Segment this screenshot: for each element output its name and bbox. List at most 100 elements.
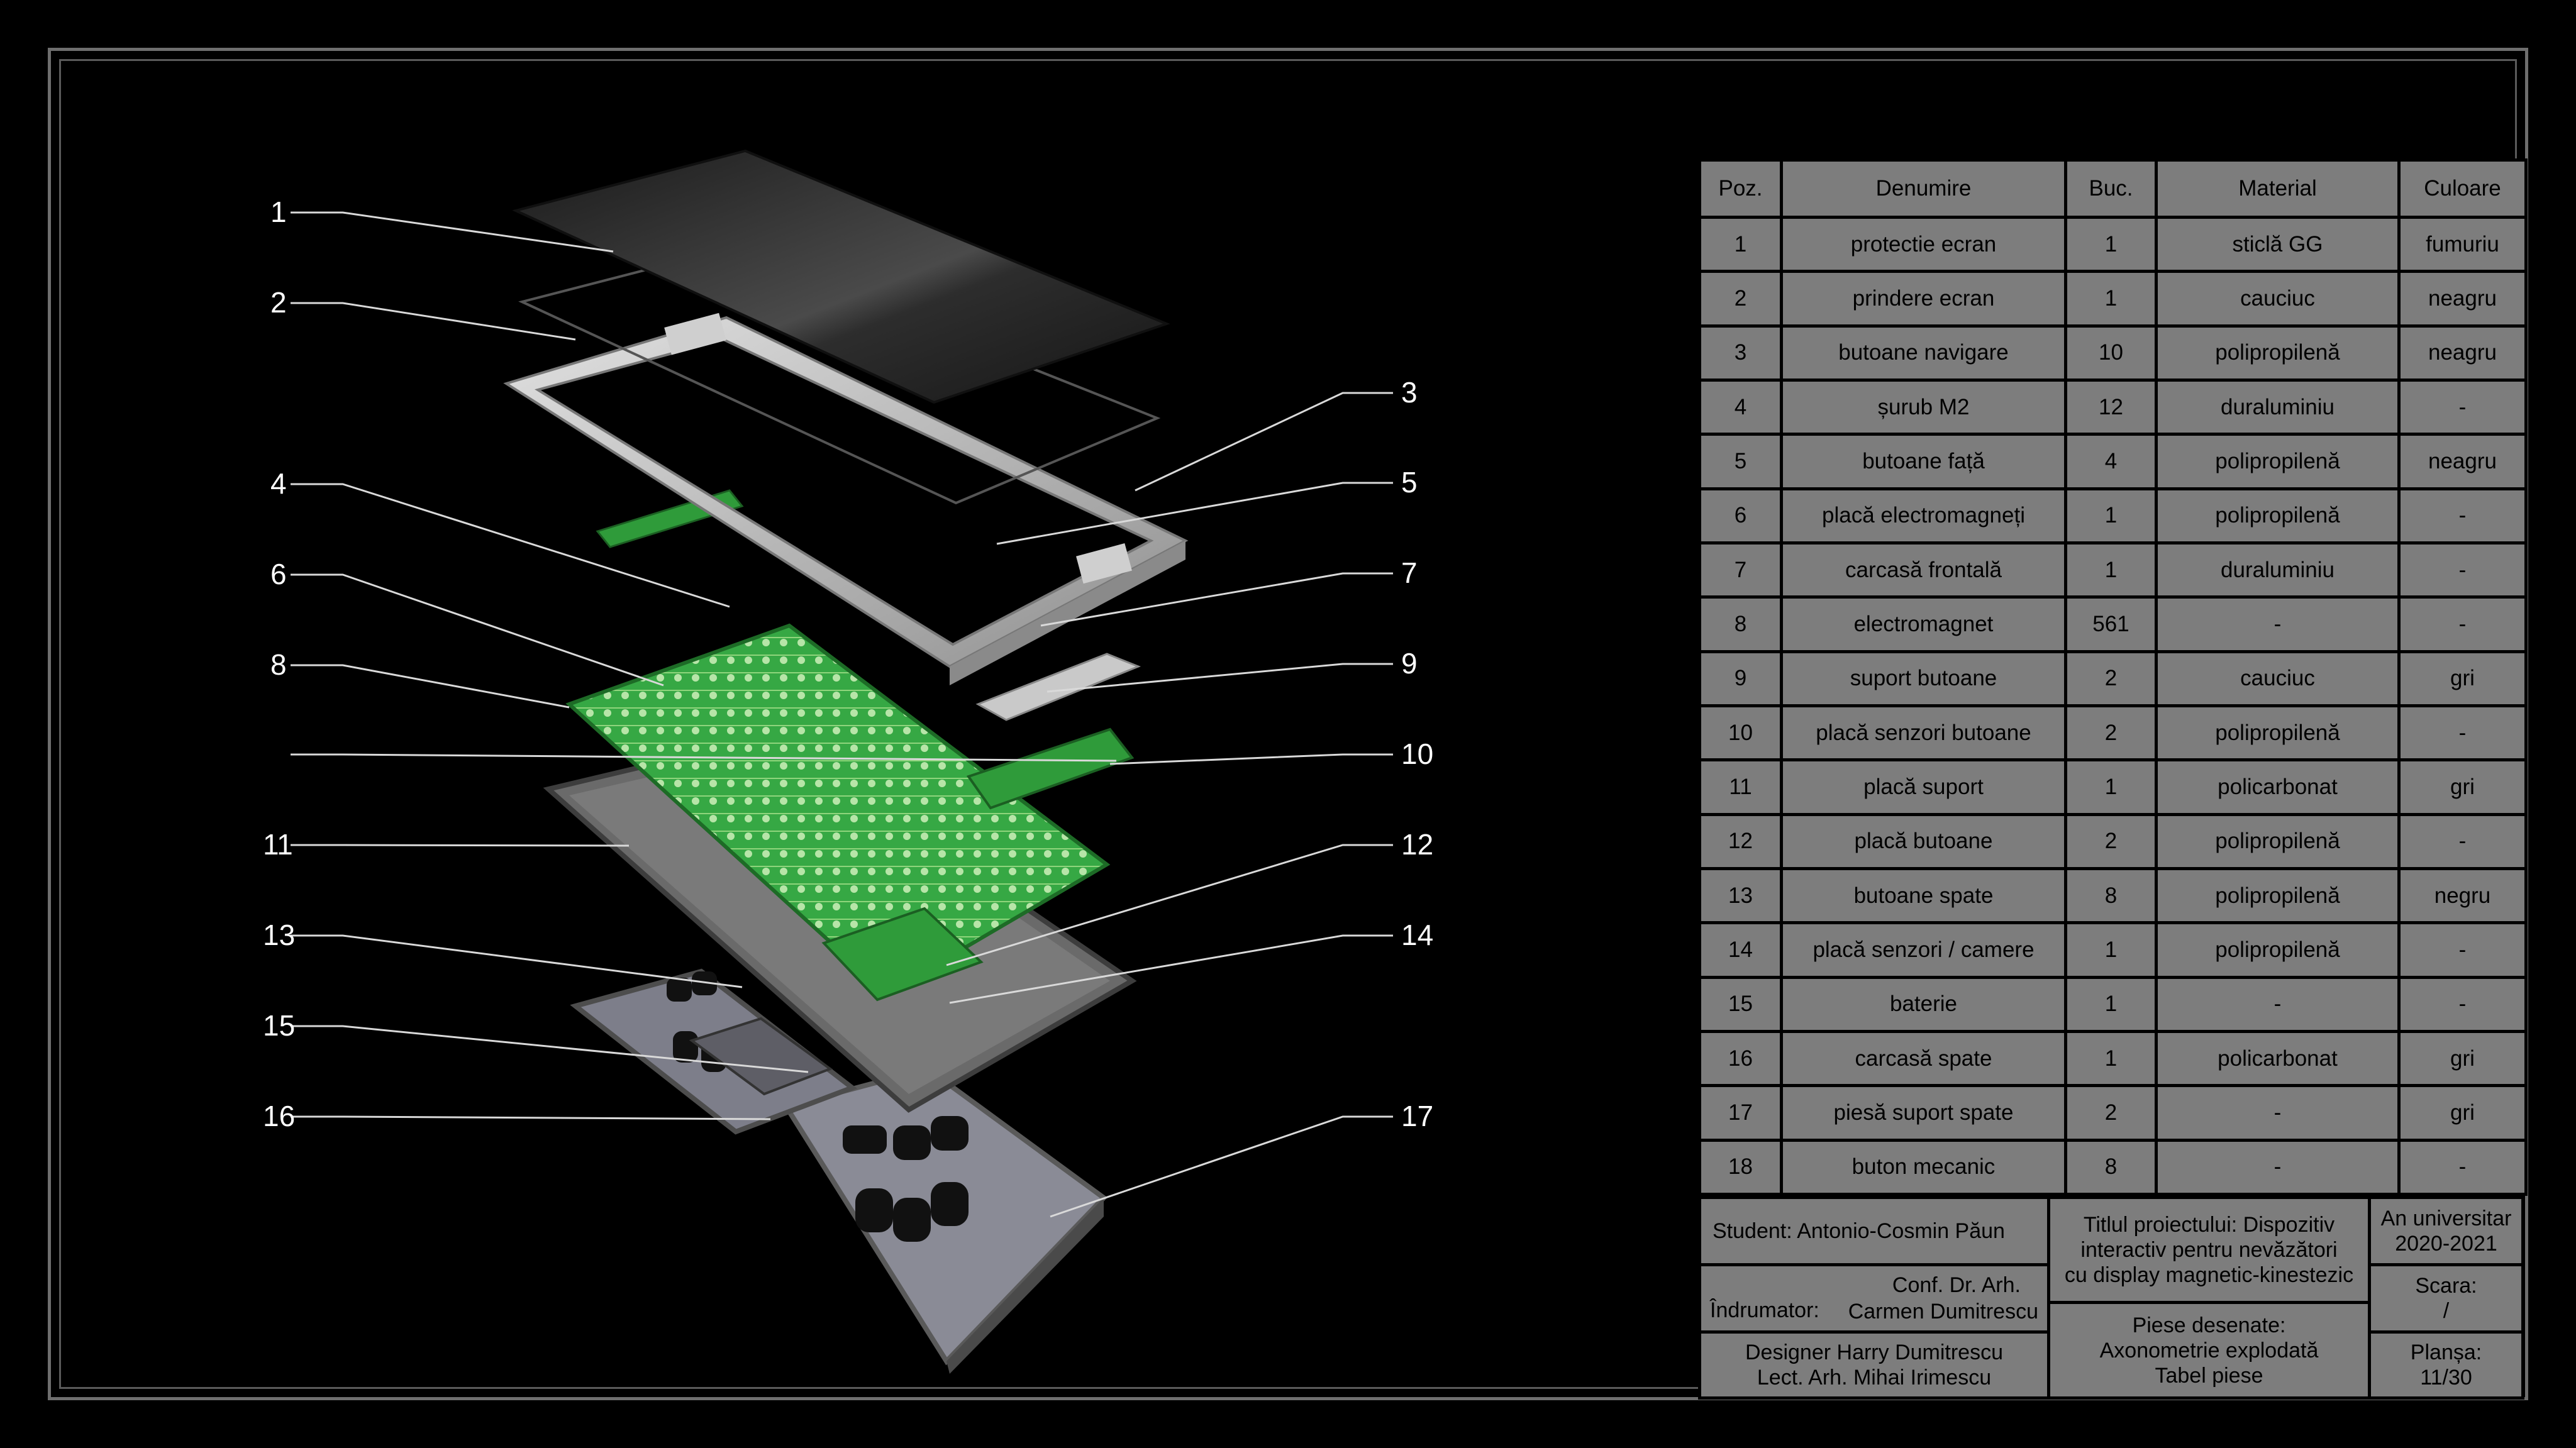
designer-line2: Lect. Arh. Mihai Irimescu: [1757, 1366, 1992, 1390]
cell-material: polipropilenă: [2155, 921, 2401, 979]
cell-quantity: 1: [2064, 487, 2158, 544]
cell-position: 18: [1698, 1138, 1783, 1197]
scale-cell: Scara: /: [2368, 1263, 2524, 1334]
callout-6: 6: [270, 558, 287, 590]
supervisor-line2: Carmen Dumitrescu: [1848, 1300, 2038, 1324]
cell-color: -: [2397, 704, 2528, 762]
sheet-label: Planșa:: [2410, 1340, 2482, 1364]
cell-quantity: 8: [2064, 1138, 2158, 1197]
cell-name: butoane față: [1780, 433, 2067, 490]
cell-name: șurub M2: [1780, 378, 2067, 436]
parts-table-header: Poz. Denumire Buc. Material Culoare: [1698, 158, 2528, 219]
cell-material: polipropilenă: [2155, 866, 2401, 925]
cell-quantity: 8: [2064, 866, 2158, 925]
cell-material: policarbonat: [2155, 1029, 2401, 1088]
student-name: Student: Antonio-Cosmin Păun: [1713, 1219, 2005, 1243]
sheet-cell: Planșa: 11/30: [2368, 1330, 2524, 1400]
cell-position: 2: [1698, 270, 1783, 328]
cell-color: -: [2397, 1138, 2528, 1197]
part-17-back-support: [782, 1066, 1108, 1374]
cell-name: placă suport: [1780, 758, 2067, 816]
cell-quantity: 2: [2064, 1084, 2158, 1142]
supervisor-cell: Îndrumator: Conf. Dr. Arh. Carmen Dumitr…: [1698, 1263, 2050, 1334]
cell-position: 15: [1698, 975, 1783, 1033]
callout-9: 9: [1401, 647, 1418, 680]
designer-cell: Designer Harry Dumitrescu Lect. Arh. Mih…: [1698, 1330, 2050, 1400]
callout-leader-lines: [291, 211, 1393, 1218]
cell-material: polipropilenă: [2155, 704, 2401, 762]
title-block: Student: Antonio-Cosmin Păun Titlul proi…: [1698, 1196, 2524, 1400]
cell-quantity: 561: [2064, 595, 2158, 653]
drawn-pieces-line1: Piese desenate:: [2132, 1313, 2286, 1337]
part-16-back-housing: [570, 968, 858, 1135]
cell-position: 16: [1698, 1029, 1783, 1088]
cell-quantity: 1: [2064, 541, 2158, 599]
cell-material: -: [2155, 975, 2401, 1033]
cell-name: placă senzori butoane: [1780, 704, 2067, 762]
cell-position: 4: [1698, 378, 1783, 436]
cell-quantity: 2: [2064, 812, 2158, 870]
cell-name: protectie ecran: [1780, 215, 2067, 274]
cell-position: 5: [1698, 433, 1783, 490]
cell-quantity: 1: [2064, 975, 2158, 1033]
cell-name: butoane spate: [1780, 866, 2067, 925]
cell-color: neagru: [2397, 270, 2528, 328]
part-7-front-housing: [503, 312, 1189, 685]
cell-color: -: [2397, 595, 2528, 653]
cell-color: -: [2397, 921, 2528, 979]
cell-quantity: 4: [2064, 433, 2158, 490]
header-material: Material: [2155, 158, 2401, 219]
scale-value: /: [2443, 1299, 2450, 1323]
cell-position: 12: [1698, 812, 1783, 870]
part-15-battery: [689, 1017, 833, 1096]
cell-name: suport butoane: [1780, 649, 2067, 707]
callout-13: 13: [263, 919, 296, 951]
cell-material: polipropilenă: [2155, 324, 2401, 382]
callout-3: 3: [1401, 376, 1418, 409]
cell-material: sticlă GG: [2155, 215, 2401, 274]
callout-11: 11: [263, 828, 293, 861]
cell-quantity: 12: [2064, 378, 2158, 436]
designer-line1: Designer Harry Dumitrescu: [1745, 1340, 2003, 1364]
cell-name: carcasă spate: [1780, 1029, 2067, 1088]
cell-name: buton mecanic: [1780, 1138, 2067, 1197]
cell-name: placă butoane: [1780, 812, 2067, 870]
cell-material: -: [2155, 595, 2401, 653]
cell-color: -: [2397, 975, 2528, 1033]
cell-material: cauciuc: [2155, 649, 2401, 707]
callout-14: 14: [1401, 919, 1434, 951]
student-cell: Student: Antonio-Cosmin Păun: [1698, 1196, 2050, 1266]
cell-color: -: [2397, 541, 2528, 599]
cell-color: -: [2397, 487, 2528, 544]
part-8-electromagnet-board: [565, 623, 1111, 996]
callout-4: 4: [270, 467, 287, 500]
cell-position: 9: [1698, 649, 1783, 707]
cell-name: placă electromagneți: [1780, 487, 2067, 544]
cell-quantity: 1: [2064, 758, 2158, 816]
cell-position: 7: [1698, 541, 1783, 599]
project-title-line2: interactiv pentru nevăzători: [2080, 1238, 2338, 1262]
callout-17: 17: [1401, 1100, 1434, 1132]
part-9-button-support: [975, 653, 1141, 721]
header-name: Denumire: [1780, 158, 2067, 219]
cell-material: polipropilenă: [2155, 812, 2401, 870]
part-10-button-sensor-board: [966, 727, 1135, 810]
supervisor-label: Îndrumator:: [1710, 1298, 1819, 1322]
cell-material: -: [2155, 1084, 2401, 1142]
cell-quantity: 10: [2064, 324, 2158, 382]
cell-material: duraluminiu: [2155, 541, 2401, 599]
